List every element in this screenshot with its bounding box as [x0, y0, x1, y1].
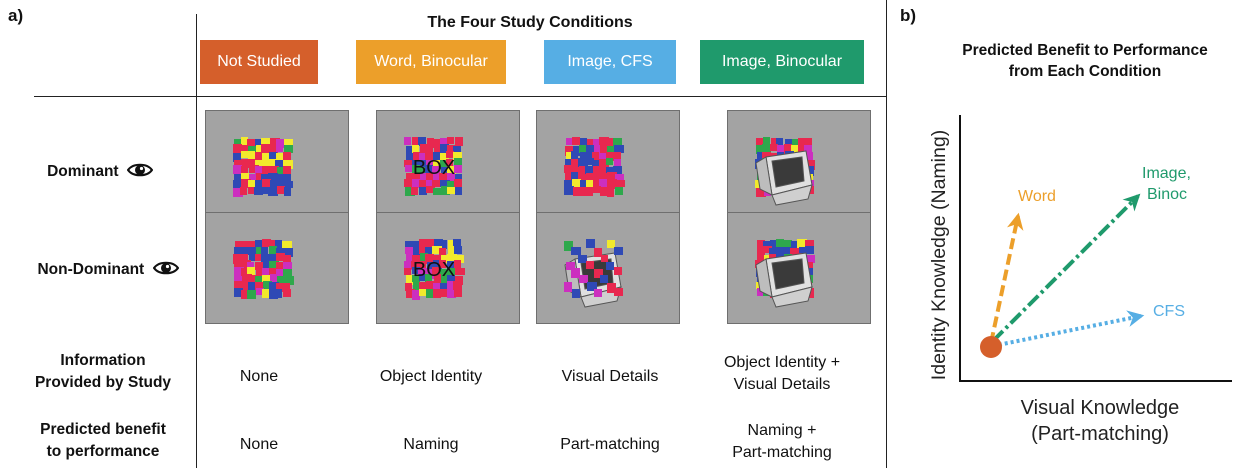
cfs-arrow-label: CFS: [1153, 303, 1185, 320]
stimulus-dominant-mask: [205, 110, 349, 222]
stimulus-dominant-mask-word: BOX: [376, 110, 520, 222]
panel-b-title-line2: from Each Condition: [1008, 63, 1162, 80]
information-value-image-binoc: Object Identity + Visual Details: [700, 352, 864, 396]
conditions-title: The Four Study Conditions: [427, 14, 633, 31]
header-divider: [34, 96, 886, 97]
word-arrow: [989, 212, 1024, 344]
stimulus-word: BOX: [413, 157, 455, 179]
x-axis-title-line2: (Part-matching): [1031, 423, 1169, 445]
stimulus-non-dominant-mask-word: BOX: [376, 212, 520, 324]
information-value-cfs: Visual Details: [561, 368, 659, 385]
row-label-dominant-text: Dominant: [47, 163, 119, 180]
benefit-value-line1: Naming +: [747, 422, 817, 439]
cfs-arrow: [992, 310, 1145, 348]
x-axis-title-line1: Visual Knowledge: [1020, 397, 1180, 419]
benefit-label-line1: Predicted benefit: [40, 421, 166, 438]
information-row-label: Information Provided by Study: [8, 350, 198, 394]
row-label-non-dominant: Non-Dominant: [18, 259, 198, 281]
badge-image-binocular: Image, Binocular: [700, 40, 864, 84]
image-binoc-arrow: [991, 193, 1141, 343]
information-label-line1: Information: [60, 352, 146, 369]
row-label-dominant: Dominant: [40, 161, 160, 183]
information-value-not-studied: None: [239, 368, 279, 385]
eye-icon: [126, 163, 154, 177]
benefit-label-line2: to performance: [46, 443, 160, 460]
origin-dot: [980, 336, 1002, 358]
information-label-line2: Provided by Study: [34, 374, 172, 391]
panel-b-title: Predicted Benefit to Performance from Ea…: [915, 40, 1255, 82]
x-axis-title: Visual Knowledge (Part-matching): [960, 395, 1240, 447]
word-arrow-label: Word: [1018, 188, 1056, 205]
benefit-value-not-studied: None: [239, 436, 279, 453]
benefit-value-word: Naming: [403, 436, 459, 453]
panel-a-label: a): [8, 6, 24, 25]
stimulus-non-dominant-mask: [205, 212, 349, 324]
benefit-plot: Word Image, Binoc CFS Identity Knowledge…: [928, 115, 1232, 382]
panel-b-title-line1: Predicted Benefit to Performance: [962, 42, 1208, 59]
badge-not-studied: Not Studied: [200, 40, 318, 84]
stimulus-dominant-mask-box: [727, 110, 871, 222]
benefit-row-label: Predicted benefit to performance: [8, 419, 198, 463]
y-axis-title: Identity Knowledge (Naming): [928, 130, 950, 380]
image-binoc-label-line2: Binoc: [1147, 186, 1187, 203]
stimulus-non-dominant-box: [536, 212, 680, 324]
badge-image-cfs: Image, CFS: [544, 40, 676, 84]
information-value-line2: Visual Details: [733, 376, 831, 393]
panel-b-label: b): [900, 6, 917, 25]
benefit-value-cfs: Part-matching: [560, 436, 660, 453]
benefit-value-image-binoc: Naming + Part-matching: [700, 420, 864, 464]
stimulus-non-dominant-mask-box: [727, 212, 871, 324]
panel-divider: [886, 0, 887, 468]
benefit-value-line2: Part-matching: [732, 444, 832, 461]
row-label-non-dominant-text: Non-Dominant: [37, 261, 145, 278]
stimulus-dominant-mask: [536, 110, 680, 222]
badge-word-binocular: Word, Binocular: [356, 40, 506, 84]
eye-icon: [152, 261, 179, 275]
information-value-word: Object Identity: [379, 368, 483, 385]
information-value-line1: Object Identity +: [723, 354, 841, 371]
stimulus-word: BOX: [413, 259, 455, 281]
column-divider: [196, 14, 197, 468]
image-binoc-label-line1: Image,: [1142, 165, 1191, 182]
